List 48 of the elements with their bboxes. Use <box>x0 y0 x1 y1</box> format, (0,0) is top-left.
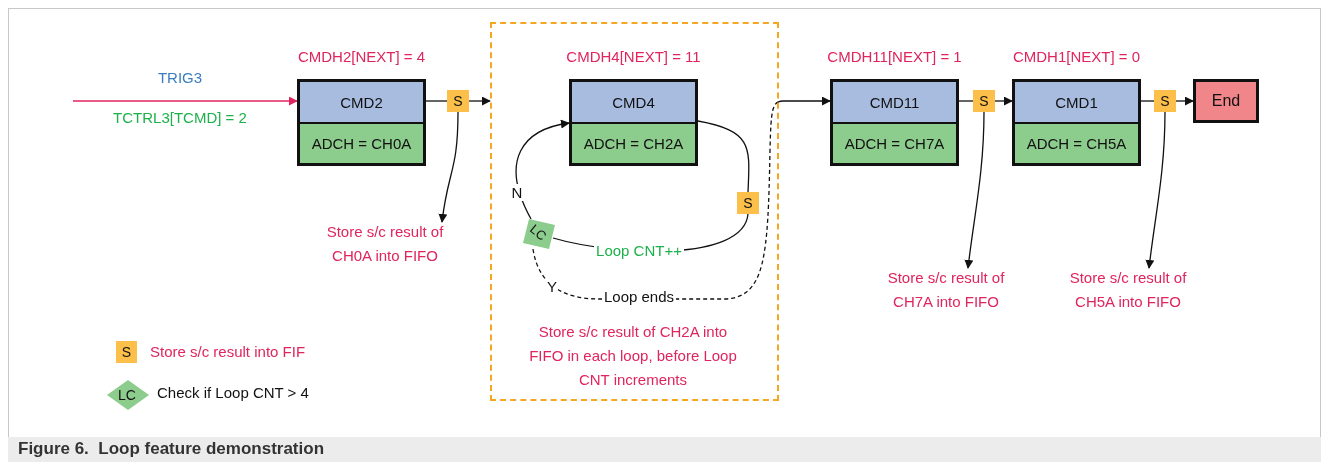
legend-text: Store s/c result into FIF <box>150 343 306 360</box>
arrow <box>994 96 1013 106</box>
note-text: Store s/c result of CH5A into FIFO <box>1058 266 1198 316</box>
channel-setting: ADCH = CH7A <box>833 124 956 163</box>
store-marker: S <box>737 192 759 214</box>
connector-line <box>697 120 750 193</box>
command-box <box>1012 79 1141 166</box>
store-marker: S <box>447 90 469 112</box>
command-name: CMD4 <box>572 82 695 124</box>
arrow <box>72 96 298 106</box>
arrow <box>1175 96 1194 106</box>
command-name: CMD1 <box>1015 82 1138 124</box>
arrow <box>1145 111 1166 269</box>
arrow <box>964 111 985 269</box>
legend-symbol-label: LC <box>118 387 136 403</box>
command-box <box>297 79 426 166</box>
legend-text: Check if Loop CNT > 4 <box>157 384 309 401</box>
connector-line <box>1140 100 1155 102</box>
command-name: CMD11 <box>833 82 956 124</box>
edge-label: N <box>509 184 525 201</box>
store-marker: S <box>973 90 995 112</box>
register-label: CMDH2[NEXT] = 4 <box>296 48 427 65</box>
note-text: Store s/c result of CH7A into FIFO <box>876 266 1016 316</box>
edge-label: Loop ends <box>601 288 677 305</box>
arrow <box>468 96 491 106</box>
register-label: CMDH1[NEXT] = 0 <box>1011 48 1142 65</box>
channel-setting: ADCH = CH0A <box>300 124 423 163</box>
branch-label: Y <box>546 278 558 295</box>
note-text: Store s/c result of CH2A into FIFO in each loop, before Loop CNT increments <box>528 322 738 390</box>
command-name: CMD2 <box>300 82 423 124</box>
register-label: CMDH4[NEXT] = 11 <box>565 48 702 65</box>
register-label: CMDH11[NEXT] = 1 <box>826 48 963 65</box>
command-box <box>830 79 959 166</box>
end-box: End <box>1193 79 1259 123</box>
store-marker: S <box>1154 90 1176 112</box>
register-label: TCTRL3[TCMD] = 2 <box>112 109 248 126</box>
legend-symbol: S <box>116 341 137 363</box>
command-box <box>569 79 698 166</box>
note-text: Store s/c result of CH0A into FIFO <box>315 220 455 270</box>
edge-label: TRIG3 <box>156 69 204 86</box>
decision-label: LC <box>527 221 550 244</box>
channel-setting: ADCH = CH2A <box>572 124 695 163</box>
connector-line <box>958 100 974 102</box>
arrow <box>515 120 570 220</box>
arrow <box>438 111 459 223</box>
figure-caption: Figure 6. Loop feature demonstration <box>18 439 325 459</box>
connector-line <box>425 100 448 102</box>
channel-setting: ADCH = CH5A <box>1015 124 1138 163</box>
